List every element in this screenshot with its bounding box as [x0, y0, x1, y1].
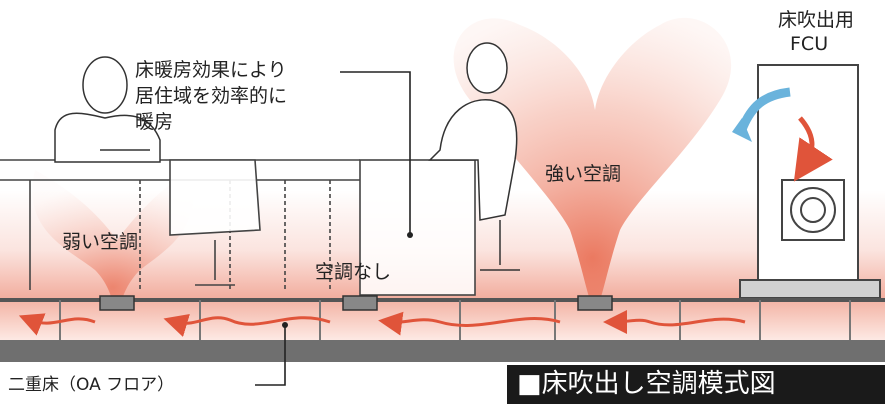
floor-label: 二重床（OA フロア） — [8, 375, 175, 395]
no-airflow-label: 空調なし — [315, 261, 392, 283]
concrete-slab — [0, 340, 885, 362]
diagram-title: ■床吹出し空調模式図 — [507, 365, 885, 404]
fcu-label-line1: 床吹出用 — [778, 9, 855, 31]
callout-line3: 暖房 — [135, 111, 174, 133]
floor-label-dot — [282, 322, 288, 328]
callout-line1: 床暖房効果により — [135, 59, 287, 81]
person-left — [54, 56, 161, 163]
person-right — [428, 42, 520, 271]
strong-airflow-label: 強い空調 — [545, 163, 622, 185]
office-chair — [169, 159, 261, 286]
callout-line2: 居住域を効率的に — [135, 85, 288, 107]
weak-airflow-label: 弱い空調 — [62, 231, 139, 253]
strong-airflow-plume — [453, 17, 732, 301]
floor-outlets — [99, 295, 613, 311]
return-air-arrowhead — [732, 118, 752, 142]
cabinet — [359, 159, 476, 296]
fcu-internal-arrow — [793, 116, 833, 182]
callout-dot — [407, 232, 413, 238]
plenum-airflow-arrows — [18, 309, 746, 337]
fcu-label-line2: FCU — [790, 33, 829, 55]
floor-label-leader — [255, 325, 286, 386]
callout-leader — [340, 71, 411, 235]
fcu-unit — [739, 64, 881, 299]
weak-airflow-plume — [32, 170, 194, 300]
